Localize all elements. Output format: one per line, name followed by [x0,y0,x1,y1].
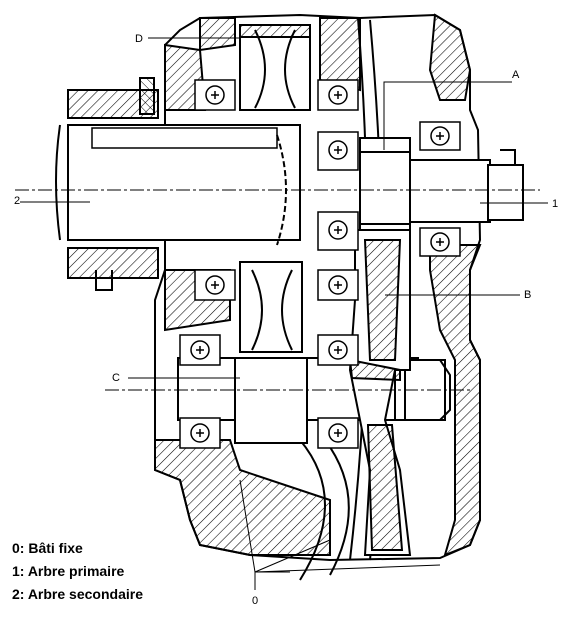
label-0: 0 [252,595,258,607]
bearings [179,79,461,449]
legend-item-input-shaft: 1: Arbre primaire [12,563,125,579]
label-C: C [112,372,120,384]
label-2: 2 [14,195,20,207]
bearing [317,269,359,301]
legend-item-frame: 0: Bâti fixe [12,540,83,556]
label-B: B [524,289,531,301]
label-1: 1 [552,198,558,210]
lower-gear [239,261,303,353]
bearing [194,269,236,301]
bearing [317,417,359,449]
bearing [179,417,221,449]
legend-item-output-shaft: 2: Arbre secondaire [12,586,143,602]
housing [154,13,482,581]
bearing [419,227,461,257]
gear-D [239,24,311,111]
leader-lines [20,37,548,590]
legend: 0: Bâti fixe 1: Arbre primaire 2: Arbre … [12,537,143,606]
bearing [317,334,359,366]
input-shaft [409,149,524,223]
bearing [419,121,461,151]
label-A: A [512,69,520,81]
pinion-A [359,137,411,239]
bearing [194,79,236,111]
bearing [317,79,359,111]
gear-B [348,229,412,556]
bearing [179,334,221,366]
bearing [317,211,359,251]
center-lines [15,189,540,391]
bearing [317,131,359,171]
label-D: D [135,33,143,45]
